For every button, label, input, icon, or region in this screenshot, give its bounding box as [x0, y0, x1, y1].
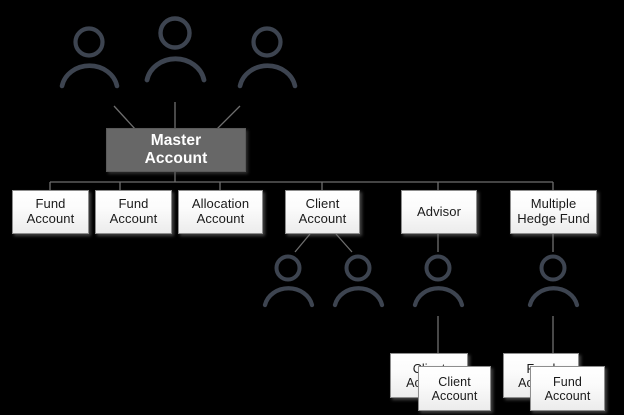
node-allocation-account[interactable]: Allocation Account: [178, 190, 263, 234]
multiple-hedge-fund-label-line2: Hedge Fund: [517, 211, 590, 226]
top-people-group: [59, 16, 298, 89]
allocation-account-label-line2: Account: [196, 211, 245, 226]
allocation-account-label-line1: Allocation: [191, 196, 250, 212]
master-to-level2-connectors: [49, 172, 554, 190]
node-multiple-hedge-fund[interactable]: Multiple Hedge Fund: [510, 190, 597, 234]
client-account-label-line1: Client: [305, 196, 340, 212]
level3-people-group: [262, 254, 580, 308]
node-fund-account-1[interactable]: Fund Account: [12, 190, 89, 234]
fund-account-2-label-line1: Fund: [118, 196, 149, 212]
fund-account-1-label-line1: Fund: [35, 196, 66, 212]
client-account-front-label-line1: Client: [438, 374, 471, 389]
multiple-hedge-fund-label-line1: Multiple: [530, 196, 577, 212]
fund-account-1-label-line2: Account: [26, 211, 75, 226]
person-client-a-icon: [262, 254, 315, 308]
client-account-label-line2: Account: [298, 211, 347, 226]
fund-account-front-label-line2: Account: [544, 388, 591, 403]
node-fund-account-front[interactable]: Fund Account: [530, 366, 605, 411]
client-account-branch-connectors: [294, 233, 353, 253]
person-client-b-icon: [332, 254, 385, 308]
person-hedge-fund-icon: [527, 254, 580, 308]
node-master-account[interactable]: Master Account: [106, 128, 246, 172]
node-client-account-front[interactable]: Client Account: [418, 366, 491, 411]
master-account-label-line1: Master: [150, 131, 202, 149]
fund-account-front-label-line1: Fund: [553, 374, 582, 389]
master-uplink-connectors: [113, 102, 241, 131]
level3-to-level4-connectors: [437, 316, 554, 353]
node-fund-account-2[interactable]: Fund Account: [95, 190, 172, 234]
node-advisor[interactable]: Advisor: [401, 190, 477, 234]
advisor-label-line1: Advisor: [416, 203, 462, 219]
person-center-icon: [144, 16, 207, 83]
fund-account-2-label-line2: Account: [109, 211, 158, 226]
master-account-label-line2: Account: [144, 150, 208, 167]
node-client-account[interactable]: Client Account: [285, 190, 360, 234]
person-left-icon: [59, 26, 120, 89]
client-account-front-label-line2: Account: [431, 388, 478, 403]
person-advisor-icon: [412, 254, 465, 308]
person-right-icon: [237, 26, 298, 89]
